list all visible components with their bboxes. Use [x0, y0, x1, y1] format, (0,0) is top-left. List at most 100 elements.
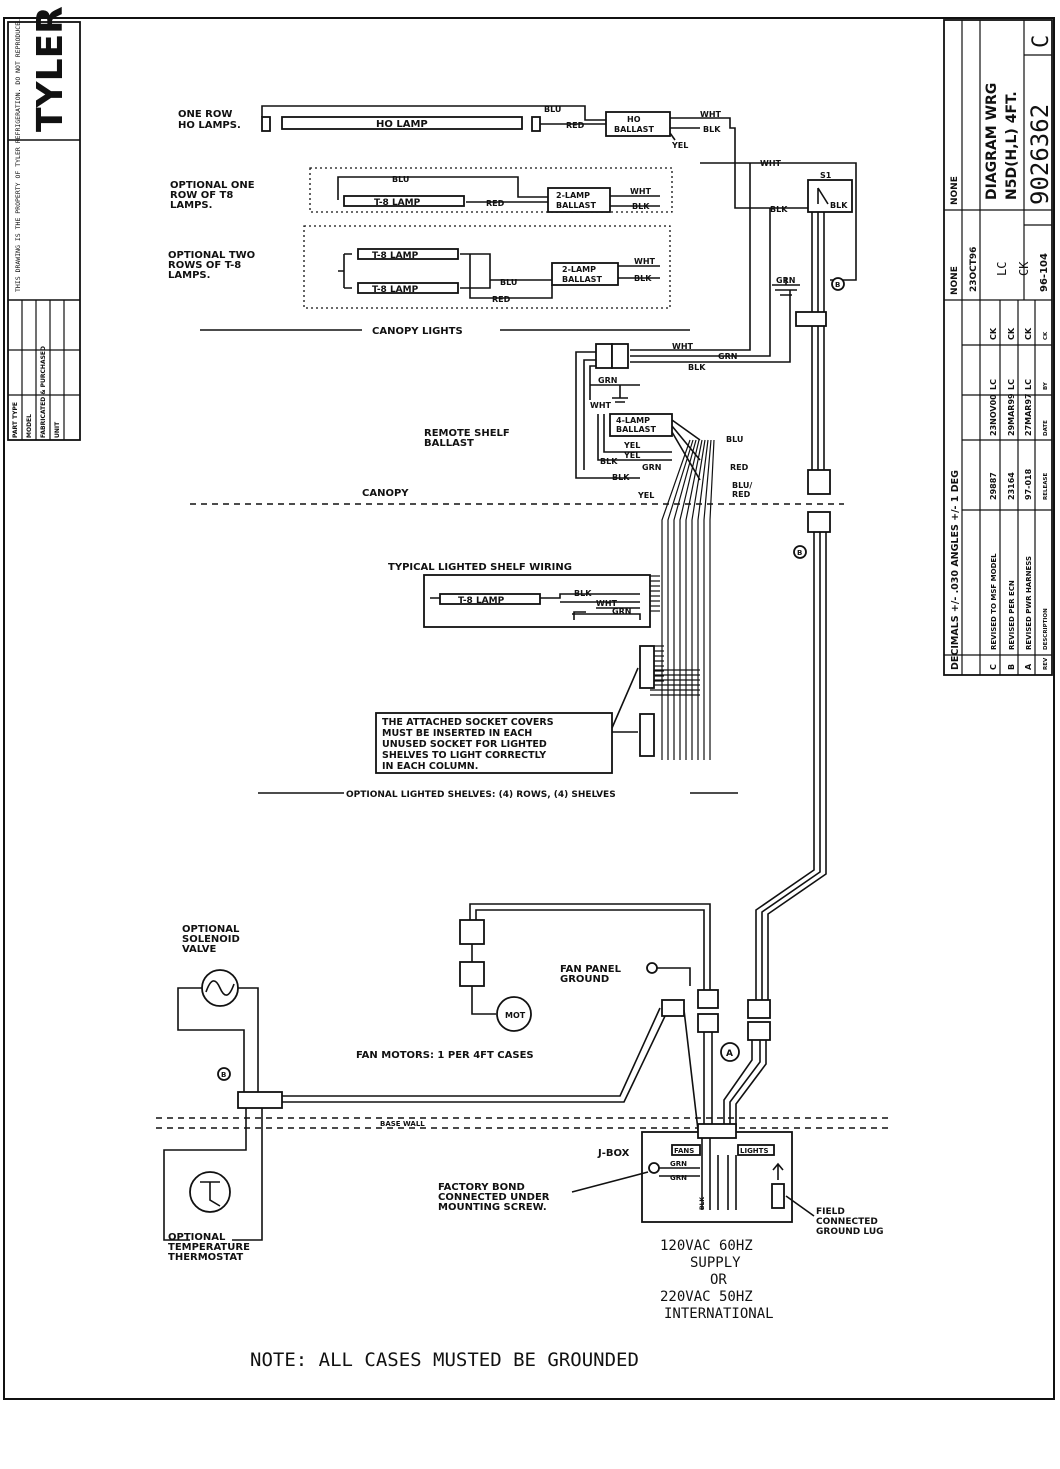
wire-label-wht: WHT — [630, 187, 652, 196]
base-wall-label: BASE WALL — [380, 1120, 425, 1128]
fan-panel-line2: GROUND — [560, 974, 609, 985]
t8-ballast-two-rows — [551, 262, 619, 286]
wire-label-grn: GRN — [670, 1160, 687, 1168]
spec-row-label: FABRICATED & PURCHASED — [40, 346, 47, 438]
revision-cell: 97-018 — [1024, 468, 1033, 500]
connector — [807, 469, 831, 495]
t8-ballast-one-row — [547, 187, 611, 213]
ho-ballast-line2: BALLAST — [614, 125, 654, 134]
checked-by-value: CK — [1017, 261, 1031, 276]
field-ground-lug — [771, 1183, 785, 1209]
wire-label-blk: BLK — [699, 1197, 706, 1210]
supply-line: 120VAC 60HZ — [660, 1238, 753, 1254]
ballast-line1: 2-LAMP — [556, 191, 590, 200]
wire-label-yel: YEL — [623, 441, 640, 450]
marker-a-label: A — [726, 1049, 733, 1059]
j-box-label: J-BOX — [597, 1148, 630, 1159]
wire-label-yel: YEL — [671, 141, 688, 150]
wire-label-blk: BLK — [688, 363, 706, 372]
thermostat-line3: THERMOSTAT — [168, 1252, 243, 1263]
drawn-by-value: LC — [995, 262, 1009, 276]
wire-label-blk: BLK — [703, 125, 721, 134]
opt-two-rows-line1: OPTIONAL TWO — [168, 250, 255, 261]
wire-label-blk: BLK — [634, 274, 652, 283]
drawing-number: 9026362 — [1026, 104, 1054, 205]
connector — [697, 1013, 719, 1033]
revision-cell: 23NOV00 — [989, 394, 998, 436]
ballast-4lamp-line1: 4-LAMP — [616, 416, 650, 425]
marker-b-label: B — [797, 549, 802, 557]
ballast-line2: BALLAST — [562, 275, 602, 284]
revision-cell: 29887 — [989, 472, 998, 500]
solenoid-line2: SOLENOID — [182, 934, 240, 945]
opt-one-row-line2: ROW OF T8 — [170, 190, 233, 201]
lights-terminal — [737, 1144, 775, 1156]
wire-label-yel: YEL — [623, 451, 640, 460]
ho-ballast-line1: HO — [627, 115, 641, 124]
revision-cell: REVISED TO MSF MODEL — [990, 553, 998, 650]
wire-label-red: RED — [566, 121, 585, 130]
optional-two-rows-box — [303, 225, 671, 309]
factory-bond-screw-icon — [648, 1162, 660, 1174]
wire-label-grn: GRN — [670, 1174, 687, 1182]
connector — [459, 919, 485, 945]
drawing-title-line1: DIAGRAM WRG — [984, 83, 1000, 200]
shelf-wire — [703, 439, 712, 760]
field-ground-line1: FIELD — [816, 1207, 845, 1217]
revision-cell: 27MAR97 — [1024, 393, 1033, 436]
connector — [595, 343, 613, 369]
marker-a — [720, 1042, 740, 1062]
spec-note: THIS DRAWING IS THE PROPERTY OF TYLER RE… — [14, 18, 22, 292]
factory-bond-line1: FACTORY BOND — [438, 1182, 525, 1193]
canopy-lights-caption: CANOPY LIGHTS — [372, 326, 463, 337]
ho-ballast — [605, 111, 671, 137]
wire-label-grn: GRN — [776, 276, 795, 285]
ballast-4lamp — [609, 413, 673, 437]
tolerance-text: DECIMALS +/- .030 ANGLES +/- 1 DEG — [950, 470, 961, 670]
wire-label-red: RED — [730, 463, 749, 472]
revision-cell: B — [1007, 664, 1016, 670]
wire-label-grn: GRN — [642, 463, 661, 472]
field-ground-line3: GROUND LUG — [816, 1227, 884, 1237]
wire-label-blu: BLU — [500, 278, 517, 287]
t8-lamp — [439, 593, 541, 605]
supply-line: INTERNATIONAL — [664, 1306, 774, 1322]
wire-label-blk: BLK — [574, 589, 592, 598]
wire-label-yel: YEL — [637, 491, 654, 500]
t8-lamp-label: T-8 LAMP — [372, 285, 419, 295]
revision-header: DESCRIPTION — [1043, 608, 1049, 650]
marker-b-label: B — [221, 1071, 226, 1079]
marker-b — [793, 545, 807, 559]
revision-cell: CK — [989, 327, 998, 340]
revision-cell: CK — [1007, 327, 1016, 340]
fans-terminal — [671, 1144, 701, 1156]
connector — [661, 999, 685, 1017]
supply-line: SUPPLY — [690, 1255, 741, 1271]
remote-shelf-line2: BALLAST — [424, 438, 474, 449]
typical-shelf-label: TYPICAL LIGHTED SHELF WIRING — [388, 562, 572, 573]
drawing-title-line2: N5D(H,L) 4FT. — [1004, 91, 1020, 200]
drawing-revision: C — [1029, 35, 1054, 48]
connector — [747, 999, 771, 1019]
socket-cover-note-line: SHELVES TO LIGHT CORRECTLY — [382, 750, 546, 761]
opt-one-row-line1: OPTIONAL ONE — [170, 180, 255, 191]
wire-label-red: RED — [492, 295, 511, 304]
opt-two-rows-line2: ROWS OF T-8 — [168, 260, 241, 271]
opt-one-row-line3: LAMPS. — [170, 200, 212, 211]
revision-cell: 23164 — [1007, 472, 1016, 500]
thermostat-line2: TEMPERATURE — [168, 1242, 250, 1253]
solenoid-line3: VALVE — [182, 944, 217, 955]
revision-header: CK — [1043, 331, 1049, 340]
